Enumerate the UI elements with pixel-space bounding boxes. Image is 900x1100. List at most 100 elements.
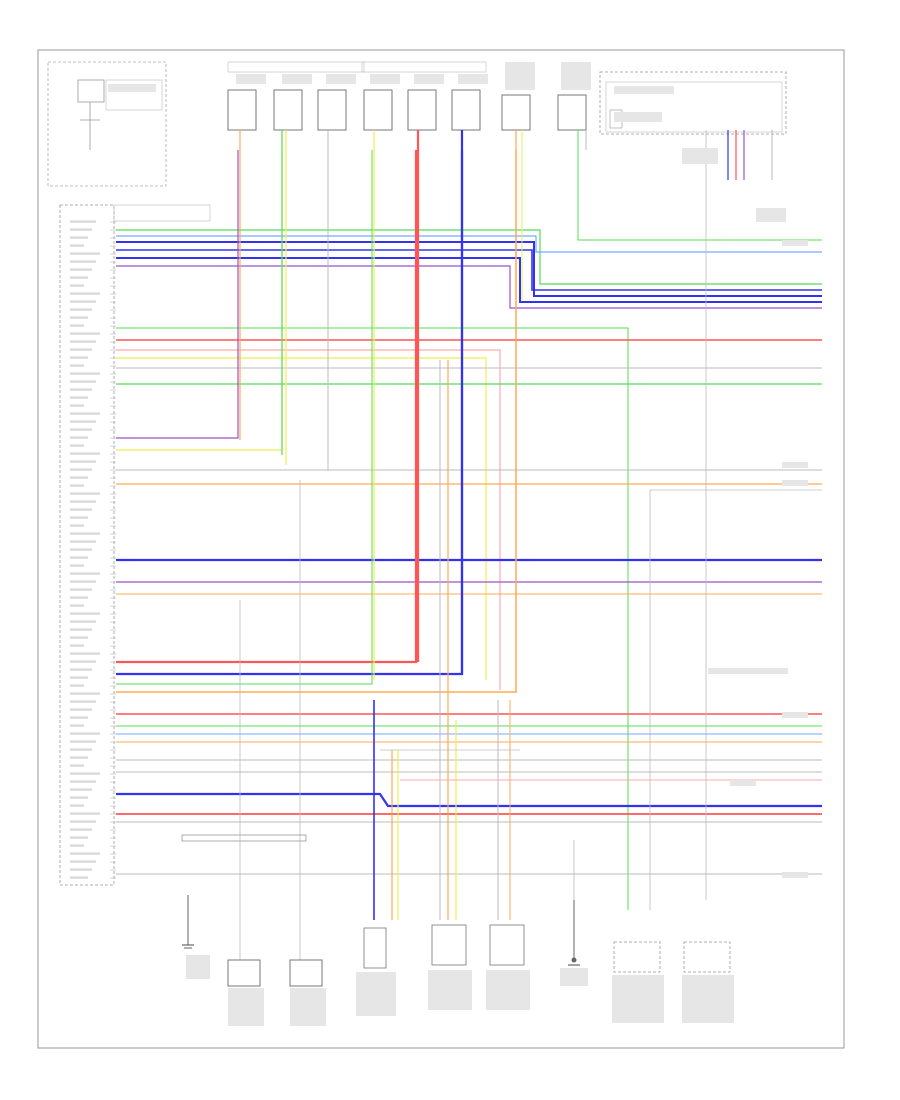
caption-placeholder xyxy=(228,988,264,1026)
pin-label-placeholder xyxy=(70,284,84,287)
pin-label-placeholder xyxy=(70,340,96,343)
pin-label-placeholder xyxy=(70,868,92,871)
pin-label-placeholder xyxy=(70,660,96,663)
harness-wire xyxy=(116,150,418,664)
pin-label-placeholder xyxy=(70,708,92,711)
harness-wire xyxy=(116,150,464,676)
injector-group-right xyxy=(361,61,487,131)
harness-wire xyxy=(116,150,283,451)
pin-label-placeholder xyxy=(70,740,96,743)
pin-label-placeholder xyxy=(70,644,84,647)
pin-label-placeholder xyxy=(70,748,92,751)
main-relay-box xyxy=(47,61,167,187)
pin-label-placeholder xyxy=(70,260,96,263)
pin-label-placeholder xyxy=(70,652,100,655)
harness-wire xyxy=(116,150,239,439)
pin-label-placeholder xyxy=(70,364,84,367)
pin-label-placeholder xyxy=(70,732,100,735)
harness-wire xyxy=(116,241,822,297)
harness-wire xyxy=(116,357,487,680)
pin-label-placeholder xyxy=(70,348,92,351)
pin-label-placeholder xyxy=(70,820,96,823)
pin-label-placeholder xyxy=(70,548,92,551)
pin-label-placeholder xyxy=(70,276,88,279)
pin-label-placeholder xyxy=(70,780,96,783)
caption-placeholder xyxy=(782,480,808,486)
pin-label-placeholder xyxy=(70,764,84,767)
pin-label-placeholder xyxy=(70,628,92,631)
pin-label-placeholder xyxy=(70,852,100,855)
pin-label-placeholder xyxy=(70,532,100,535)
ecm-connector xyxy=(59,204,211,886)
harness-wire xyxy=(116,257,822,303)
pin-label-placeholder xyxy=(70,468,92,471)
harness-wire xyxy=(116,235,822,253)
caption-placeholder xyxy=(782,712,808,718)
caption-placeholder xyxy=(756,208,786,222)
harness-wire xyxy=(116,249,822,291)
pin-label-placeholder xyxy=(70,508,92,511)
pin-label-placeholder xyxy=(70,268,92,271)
pin-label-placeholder xyxy=(70,396,88,399)
harness-wire xyxy=(116,792,822,808)
pin-label-placeholder xyxy=(70,516,88,519)
pin-label-placeholder xyxy=(70,756,88,759)
pin-label-placeholder xyxy=(70,676,88,679)
caption-placeholder xyxy=(108,84,156,92)
pin-label-placeholder xyxy=(70,668,92,671)
pin-label-placeholder xyxy=(70,252,100,255)
caption-placeholder xyxy=(282,74,312,84)
pin-label-placeholder xyxy=(70,596,88,599)
caption-placeholder xyxy=(682,148,718,164)
pin-label-placeholder xyxy=(70,420,96,423)
caption-placeholder xyxy=(730,780,756,786)
pin-label-placeholder xyxy=(70,500,96,503)
pin-label-placeholder xyxy=(70,604,84,607)
caption-placeholder xyxy=(782,462,808,468)
pin-label-placeholder xyxy=(70,324,84,327)
navigation-unit-box xyxy=(599,71,787,135)
pin-label-placeholder xyxy=(70,380,96,383)
harness-wire xyxy=(116,349,501,690)
pin-label-placeholder xyxy=(70,844,84,847)
caption-placeholder xyxy=(614,86,674,94)
pin-label-placeholder xyxy=(70,724,84,727)
pin-label-placeholder xyxy=(70,412,100,415)
caption-placeholder xyxy=(612,975,664,1023)
caption-placeholder xyxy=(505,62,535,90)
pin-label-placeholder xyxy=(70,828,92,831)
caption-placeholder xyxy=(428,970,472,1010)
pin-label-placeholder xyxy=(70,572,100,575)
pin-label-placeholder xyxy=(70,428,92,431)
caption-placeholder xyxy=(458,74,488,84)
pin-label-placeholder xyxy=(70,588,92,591)
pin-label-placeholder xyxy=(70,772,100,775)
pin-label-placeholder xyxy=(70,332,100,335)
pin-label-placeholder xyxy=(70,556,88,559)
harness-wire xyxy=(116,150,517,693)
caption-placeholder xyxy=(560,968,588,986)
pin-label-placeholder xyxy=(70,444,84,447)
pin-label-placeholder xyxy=(70,788,92,791)
caption-placeholder xyxy=(290,988,326,1026)
caption-placeholder xyxy=(486,970,530,1010)
caption-placeholder xyxy=(782,240,808,246)
bottom-components xyxy=(181,834,731,987)
pin-label-placeholder xyxy=(70,804,84,807)
injector-group-left xyxy=(227,61,365,131)
pin-label-placeholder xyxy=(70,636,88,639)
caption-placeholder xyxy=(682,975,734,1023)
wire-layer xyxy=(116,130,822,960)
caption-placeholder xyxy=(414,74,444,84)
caption-placeholder xyxy=(326,74,356,84)
pin-label-placeholder xyxy=(70,436,88,439)
caption-placeholder xyxy=(236,74,266,84)
diagram-frame xyxy=(37,49,845,1049)
pin-label-placeholder xyxy=(70,244,84,247)
pin-label-placeholder xyxy=(70,524,84,527)
harness-wire xyxy=(116,265,822,309)
pin-label-placeholder xyxy=(70,404,84,407)
ecm-pin-ticks xyxy=(70,220,116,879)
pin-label-placeholder xyxy=(70,836,88,839)
